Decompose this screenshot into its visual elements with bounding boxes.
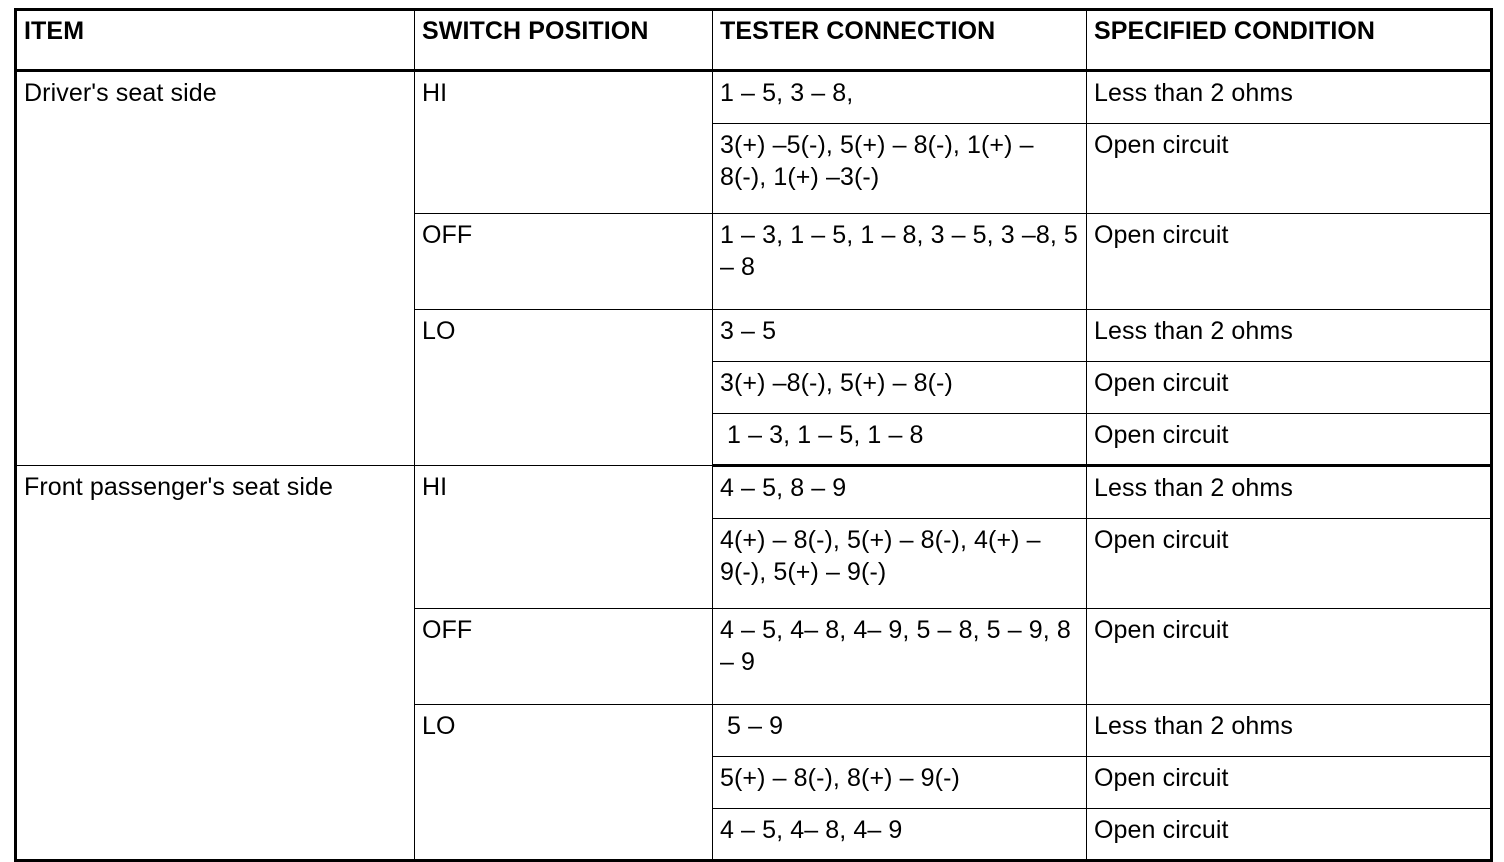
switch-cell-off: OFF xyxy=(414,608,713,705)
table-row: 3(+) –5(-), 5(+) – 8(-), 1(+) – 8(-), 1(… xyxy=(16,123,1492,214)
specified-condition-cell: Less than 2 ohms xyxy=(1086,309,1492,362)
header-row: ITEM SWITCH POSITION TESTER CONNECTION S… xyxy=(15,9,1492,72)
tester-connection-cell: 4 – 5, 4– 8, 4– 9 xyxy=(712,808,1087,861)
tester-connection-cell: 4 – 5, 4– 8, 4– 9, 5 – 8, 5 – 9, 8 – 9 xyxy=(712,608,1087,705)
specified-condition-cell: Less than 2 ohms xyxy=(1086,704,1492,757)
table-body: Driver's seat side HI 1 – 5, 3 – 8, Less… xyxy=(15,70,1492,861)
column-header-tester-connection: TESTER CONNECTION xyxy=(712,9,1087,72)
tester-connection-cell: 5 – 9 xyxy=(712,704,1087,757)
tester-connection-cell: 5(+) – 8(-), 8(+) – 9(-) xyxy=(712,756,1087,809)
specified-condition-cell: Less than 2 ohms xyxy=(1086,465,1492,519)
tester-connection-cell: 1 – 5, 3 – 8, xyxy=(712,70,1087,124)
specified-condition-cell: Open circuit xyxy=(1086,123,1492,214)
tester-connection-cell: 1 – 3, 1 – 5, 1 – 8, 3 – 5, 3 –8, 5 – 8 xyxy=(712,213,1087,310)
switch-cell-hi: HI xyxy=(414,70,713,214)
tester-connection-cell: 1 – 3, 1 – 5, 1 – 8 xyxy=(712,413,1087,467)
column-header-item: ITEM xyxy=(15,9,415,72)
table-row: OFF 1 – 3, 1 – 5, 1 – 8, 3 – 5, 3 –8, 5 … xyxy=(16,213,1492,310)
specified-condition-cell: Open circuit xyxy=(1086,213,1492,310)
table-row: Front passenger's seat side HI 4 – 5, 8 … xyxy=(15,465,1492,861)
inspection-spec-table: ITEM SWITCH POSITION TESTER CONNECTION S… xyxy=(14,8,1493,862)
column-header-switch-position: SWITCH POSITION xyxy=(414,9,713,72)
switch-cell-off: OFF xyxy=(414,213,713,310)
item-cell-driver: Driver's seat side xyxy=(15,70,415,466)
spec-table-container: ITEM SWITCH POSITION TESTER CONNECTION S… xyxy=(14,8,1493,862)
switch-cell-hi: HI xyxy=(414,465,713,609)
item-cell-front-passenger: Front passenger's seat side xyxy=(15,465,415,861)
specified-condition-cell: Open circuit xyxy=(1086,361,1492,414)
specified-condition-cell: Open circuit xyxy=(1086,413,1492,467)
switch-cell-lo: LO xyxy=(414,309,713,466)
tester-connection-cell: 3(+) –5(-), 5(+) – 8(-), 1(+) – 8(-), 1(… xyxy=(712,123,1087,214)
tester-connection-cell: 3(+) –8(-), 5(+) – 8(-) xyxy=(712,361,1087,414)
table-row: OFF 4 – 5, 4– 8, 4– 9, 5 – 8, 5 – 9, 8 –… xyxy=(16,608,1492,705)
switch-cell-lo: LO xyxy=(414,704,713,861)
specified-condition-cell: Less than 2 ohms xyxy=(1086,70,1492,124)
specified-condition-cell: Open circuit xyxy=(1086,518,1492,609)
table-header: ITEM SWITCH POSITION TESTER CONNECTION S… xyxy=(15,9,1492,72)
table-row: 1 – 3, 1 – 5, 1 – 8 Open circuit xyxy=(16,413,1492,467)
table-row: 4(+) – 8(-), 5(+) – 8(-), 4(+) – 9(-), 5… xyxy=(16,518,1492,609)
column-header-specified-condition: SPECIFIED CONDITION xyxy=(1086,9,1492,72)
tester-connection-cell: 4(+) – 8(-), 5(+) – 8(-), 4(+) – 9(-), 5… xyxy=(712,518,1087,609)
specified-condition-cell: Open circuit xyxy=(1086,808,1492,861)
specified-condition-cell: Open circuit xyxy=(1086,756,1492,809)
specified-condition-cell: Open circuit xyxy=(1086,608,1492,705)
table-row: 3(+) –8(-), 5(+) – 8(-) Open circuit xyxy=(16,361,1492,414)
table-row: Driver's seat side HI 1 – 5, 3 – 8, Less… xyxy=(15,70,1492,466)
tester-connection-cell: 4 – 5, 8 – 9 xyxy=(712,465,1087,519)
table-row: 5(+) – 8(-), 8(+) – 9(-) Open circuit xyxy=(16,756,1492,809)
tester-connection-cell: 3 – 5 xyxy=(712,309,1087,362)
table-row: LO 3 – 5 Less than 2 ohms xyxy=(16,309,1492,466)
